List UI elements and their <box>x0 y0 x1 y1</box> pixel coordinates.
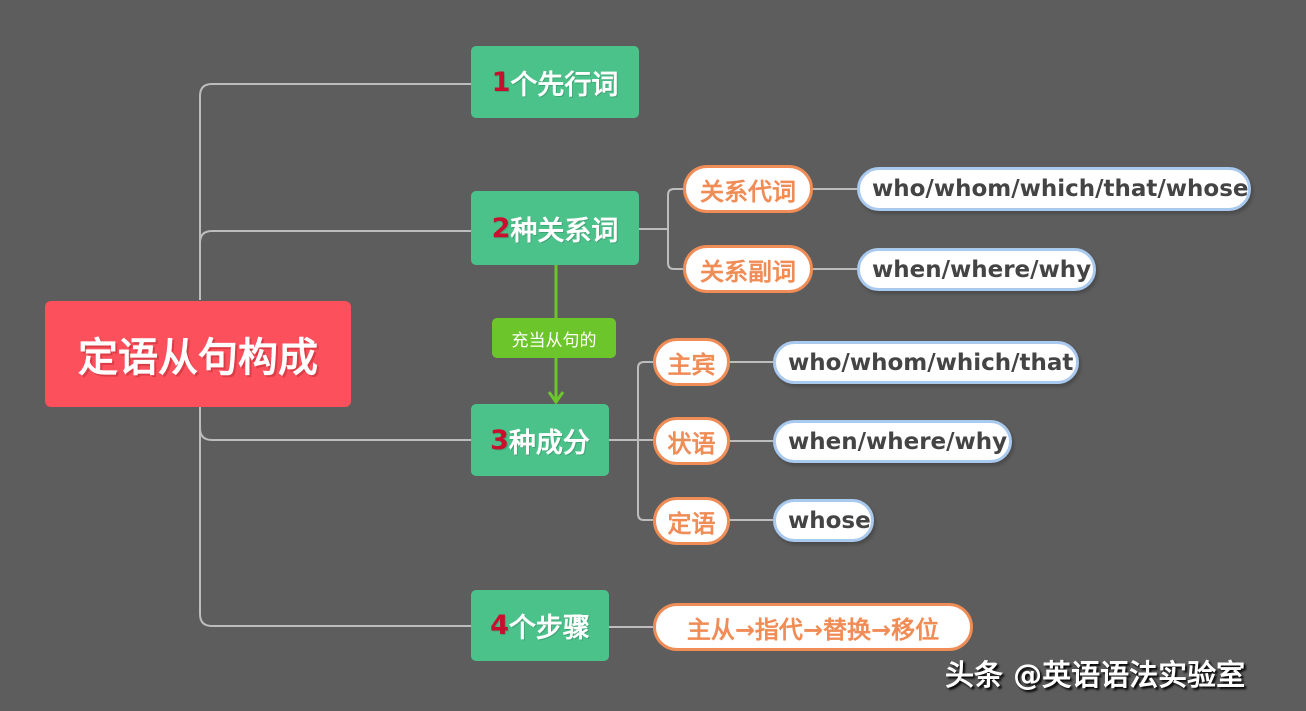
steps-node[interactable]: 主从→指代→替换→移位 <box>653 603 973 651</box>
relative-pronoun-node[interactable]: 关系代词 <box>683 165 813 213</box>
relative-adverb-node[interactable]: 关系副词 <box>683 245 813 293</box>
branch-number: 4 <box>490 610 509 641</box>
branch-label: 种关系词 <box>510 215 619 247</box>
root-node[interactable]: 定语从句构成 <box>45 301 351 407</box>
branch-label: 个步骤 <box>508 613 590 644</box>
branch-label: 个先行词 <box>510 69 619 101</box>
branch-number: 3 <box>490 424 509 456</box>
component-adverbial-words[interactable]: when/where/why <box>773 420 1012 463</box>
component-subject-object[interactable]: 主宾 <box>653 338 730 386</box>
root-title: 定语从句构成 <box>78 335 318 381</box>
component-adverbial[interactable]: 状语 <box>653 417 730 465</box>
relative-adverb-words[interactable]: when/where/why <box>857 248 1096 291</box>
component-attributive[interactable]: 定语 <box>653 497 730 545</box>
relation-label: 充当从句的 <box>492 318 616 358</box>
relative-pronoun-words[interactable]: who/whom/which/that/whose <box>857 167 1251 211</box>
branch-number: 2 <box>491 212 511 244</box>
branch-number: 1 <box>491 66 511 98</box>
branch-label: 种成分 <box>508 427 590 459</box>
component-attributive-words[interactable]: whose <box>773 499 874 542</box>
component-subject-object-words[interactable]: who/whom/which/that <box>773 341 1079 384</box>
watermark: 头条 @英语语法实验室 <box>945 658 1246 692</box>
